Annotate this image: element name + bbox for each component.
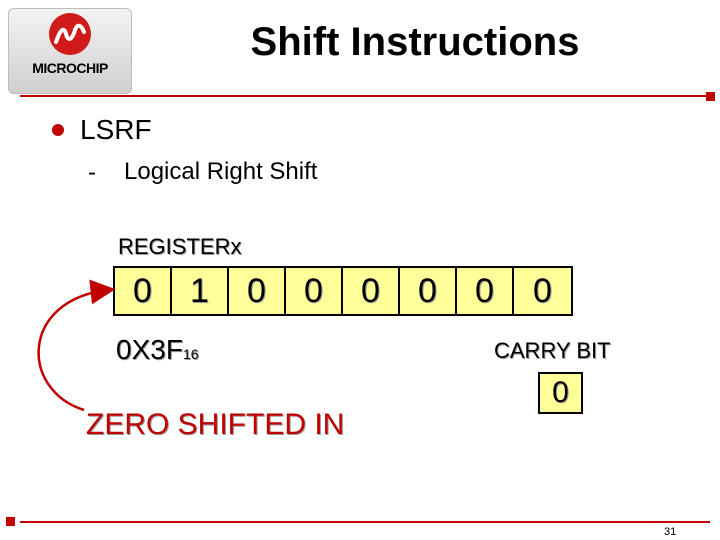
hex-value-label: 0X3F16 bbox=[116, 334, 199, 366]
top-divider bbox=[20, 95, 710, 97]
register-bit-1: 0 bbox=[457, 268, 514, 314]
sub-bullet-dash: - bbox=[88, 159, 96, 186]
hex-subscript: 16 bbox=[182, 346, 199, 362]
microchip-logo-icon bbox=[49, 13, 91, 55]
sub-bullet-text: Logical Right Shift bbox=[124, 158, 318, 185]
register-bit-5: 0 bbox=[229, 268, 286, 314]
register-label: REGISTERx bbox=[118, 234, 242, 259]
register-bit-3: 0 bbox=[343, 268, 400, 314]
register-bit-2: 0 bbox=[400, 268, 457, 314]
page-number: 31 bbox=[664, 526, 677, 538]
register-bit-4: 0 bbox=[286, 268, 343, 314]
register-bit-6: 1 bbox=[172, 268, 229, 314]
register-bit-7: 0 bbox=[115, 268, 172, 314]
slide-title: Shift Instructions bbox=[250, 20, 580, 64]
carry-bit-label: CARRY BIT bbox=[494, 338, 611, 363]
register-bits: 0 1 0 0 0 0 0 0 bbox=[113, 266, 573, 316]
bullet-text: LSRF bbox=[80, 114, 152, 145]
zero-shifted-in-label: ZERO SHIFTED IN bbox=[86, 408, 345, 441]
bottom-divider bbox=[20, 521, 710, 523]
carry-bit-box: 0 bbox=[538, 372, 583, 414]
hex-value: 0X3F bbox=[116, 334, 183, 365]
bottom-divider-start-marker bbox=[6, 517, 15, 526]
bullet-dot-icon bbox=[52, 124, 64, 136]
microchip-logo: MICROCHIP bbox=[8, 8, 132, 94]
top-divider-end-marker bbox=[706, 92, 715, 101]
register-bit-0: 0 bbox=[514, 268, 571, 314]
logo-wordmark: MICROCHIP bbox=[32, 60, 108, 76]
